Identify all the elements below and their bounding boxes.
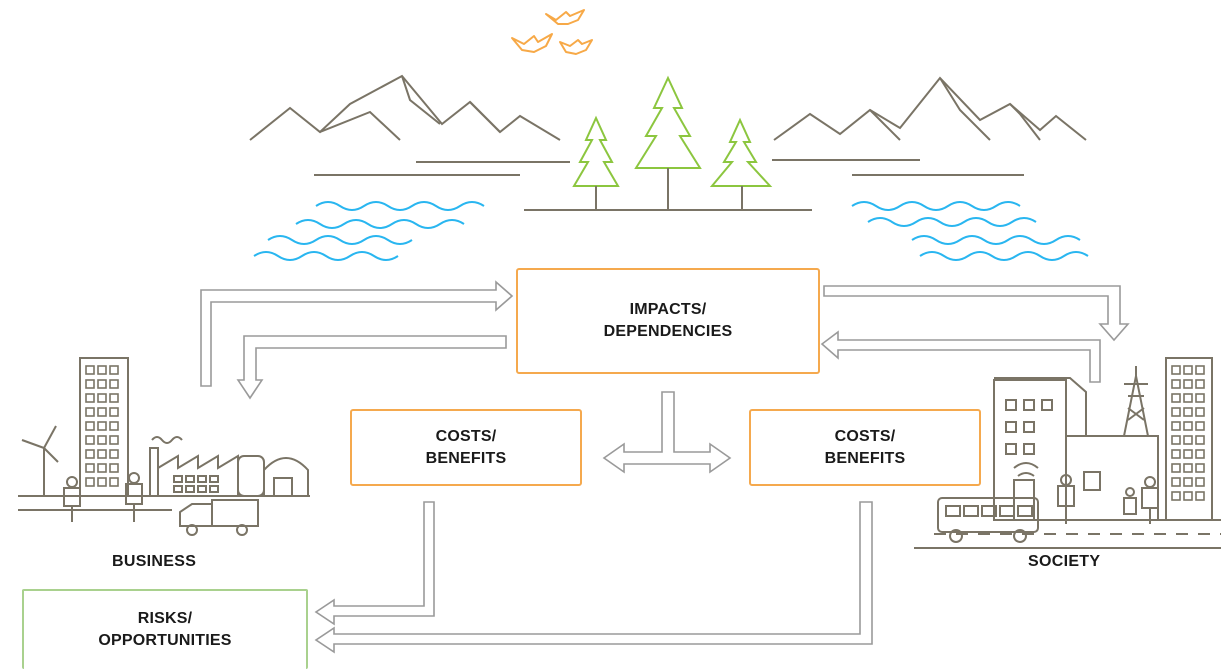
water-left-icon <box>253 201 485 261</box>
arrow-business-to-impacts <box>200 280 514 387</box>
mountains-left-icon <box>249 74 570 176</box>
business-label: BUSINESS <box>112 553 197 570</box>
arrow-impacts-to-costs <box>602 391 732 474</box>
costs-benefits-box-right: COSTS/ BENEFITS <box>749 409 981 486</box>
costs-right-line2: BENEFITS <box>824 449 906 467</box>
arrow-costs-left-to-risks <box>314 501 435 626</box>
arrow-costs-right-to-risks <box>314 501 873 654</box>
impacts-dependencies-box: IMPACTS/ DEPENDENCIES <box>516 268 820 374</box>
water-right-icon <box>851 201 1089 261</box>
mountains-right-icon <box>772 76 1087 176</box>
arrow-society-to-impacts <box>820 330 1101 383</box>
costs-left-line1: COSTS/ <box>435 427 497 445</box>
society-scene-icon <box>914 357 1221 549</box>
business-scene-icon <box>18 357 310 536</box>
arrow-impacts-to-society <box>823 285 1130 342</box>
costs-benefits-box-left: COSTS/ BENEFITS <box>350 409 582 486</box>
flow-arrows <box>200 280 1130 654</box>
birds-icon <box>511 9 593 55</box>
costs-right-line1: COSTS/ <box>834 427 896 445</box>
society-label: SOCIETY <box>1028 553 1101 570</box>
risks-opportunities-box: RISKS/ OPPORTUNITIES <box>22 589 308 669</box>
risks-line1: RISKS/ <box>137 610 193 627</box>
arrow-impacts-to-business <box>236 335 507 400</box>
costs-left-line2: BENEFITS <box>425 449 507 467</box>
impacts-line1: IMPACTS/ <box>629 301 707 318</box>
risks-line2: OPPORTUNITIES <box>98 632 232 649</box>
impacts-line2: DEPENDENCIES <box>603 323 733 340</box>
trees-icon <box>524 75 812 211</box>
